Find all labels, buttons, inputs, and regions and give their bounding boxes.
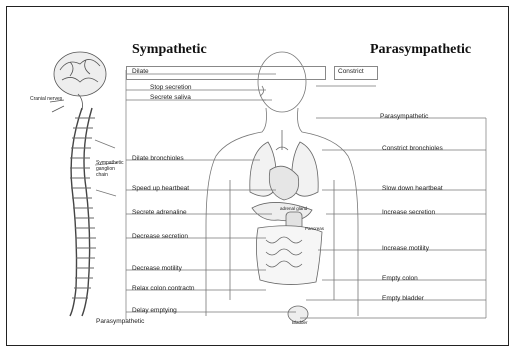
left-label-dilate: Dilate xyxy=(132,68,149,75)
spine-label-bottom: Parasympathetic xyxy=(96,318,144,325)
left-label-dilate-bronchioles: Dilate bronchioles xyxy=(132,155,184,162)
organ-label-pancreas: Pancreas xyxy=(305,226,324,231)
left-label-secrete-saliva: Secrete saliva xyxy=(150,94,191,101)
left-label-decrease-secretion: Decrease secretion xyxy=(132,233,188,240)
right-label-constrict: Constrict xyxy=(338,68,364,75)
right-label-increase-secretion: Increase secretion xyxy=(382,209,435,216)
organ-label-adrenal: adrenal gland xyxy=(280,206,307,211)
left-label-secrete-adrenaline: Secrete adrenaline xyxy=(132,209,187,216)
spine-drawing xyxy=(50,100,117,316)
spine-label-cranial: Cranial nerves xyxy=(30,96,62,102)
left-label-stop-secretion: Stop secretion xyxy=(150,84,192,91)
sympathetic-title: Sympathetic xyxy=(132,42,207,58)
left-label-relax-colon: Relax colon contractn xyxy=(132,285,195,292)
left-label-speed-up-heartbeat: Speed up heartbeat xyxy=(132,185,189,192)
spine-label-ganglia: Sympathetic ganglion chain xyxy=(96,160,124,178)
organ-label-bladder: Bladder xyxy=(292,320,308,325)
left-label-decrease-motility: Decrease motility xyxy=(132,265,182,272)
right-label-constrict-bronchioles: Constrict bronchioles xyxy=(382,145,443,152)
left-label-delay-emptying: Delay emptying xyxy=(132,307,177,314)
dilate-box xyxy=(126,66,326,80)
parasympathetic-title: Parasympathetic xyxy=(370,42,471,58)
right-label-increase-motility: Increase motility xyxy=(382,245,429,252)
right-label-empty-bladder: Empty bladder xyxy=(382,295,424,302)
right-label-slow-down-heartbeat: Slow down heartbeat xyxy=(382,185,443,192)
right-label-empty-colon: Empty colon xyxy=(382,275,418,282)
right-label-parasympathetic: Parasympathetic xyxy=(380,113,428,120)
right-connectors xyxy=(300,86,486,318)
